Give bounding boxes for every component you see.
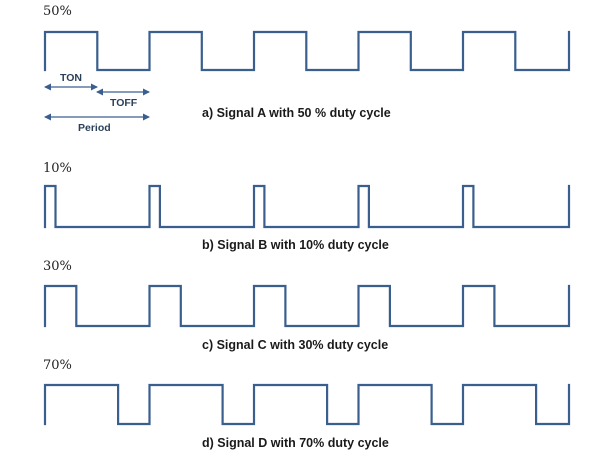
- signal-b-waveform: [43, 184, 571, 229]
- signal-c-group: 30% c) Signal C with 30% duty cycle: [43, 259, 571, 352]
- signal-b-group: 10% b) Signal B with 10% duty cycle: [43, 161, 571, 252]
- signal-b-caption: b) Signal B with 10% duty cycle: [202, 238, 389, 252]
- signal-c-percent-label: 30%: [43, 259, 72, 274]
- signal-d-caption: d) Signal D with 70% duty cycle: [202, 436, 389, 450]
- signal-c-waveform: [43, 284, 571, 328]
- signal-a-percent-label: 50%: [43, 4, 72, 19]
- toff-label: TOFF: [110, 97, 138, 109]
- signal-a-waveform: [43, 30, 571, 72]
- signal-d-waveform: [43, 383, 571, 426]
- signal-c-caption: c) Signal C with 30% duty cycle: [202, 338, 388, 352]
- ton-label: TON: [60, 72, 82, 84]
- signal-a-caption: a) Signal A with 50 % duty cycle: [202, 106, 391, 120]
- signal-b-percent-label: 10%: [43, 161, 72, 176]
- period-label: Period: [78, 122, 111, 134]
- signal-d-percent-label: 70%: [43, 358, 72, 373]
- signal-d-group: 70% d) Signal D with 70% duty cycle: [43, 358, 571, 450]
- timing-annotations: TON TOFF Period: [44, 72, 150, 134]
- signal-a-group: 50% a) Signal A with 50 % duty cycle: [43, 4, 571, 120]
